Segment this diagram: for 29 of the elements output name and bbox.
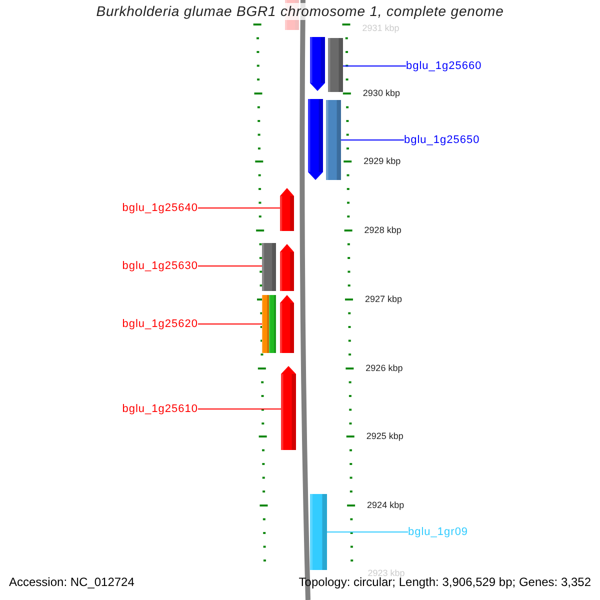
scale-label: 2925 kbp	[366, 430, 404, 442]
gene-block	[269, 295, 276, 353]
gene-block	[262, 295, 269, 353]
gene-block	[326, 100, 341, 180]
gene-name-label: bglu_1g25640	[100, 201, 198, 215]
gene-feature	[281, 366, 296, 450]
scale-label: 2929 kbp	[364, 155, 401, 167]
gene-block	[328, 38, 343, 92]
gene-feature	[308, 99, 323, 180]
scale-label: 2930 kbp	[362, 87, 400, 99]
scale-label: 2924 kbp	[367, 499, 404, 511]
gene-name-label: bglu_1gr09	[408, 525, 508, 539]
gene-block	[310, 494, 327, 570]
scale-label: 2926 kbp	[366, 362, 403, 374]
gene-name-label: bglu_1g25650	[404, 133, 504, 147]
gene-name-label: bglu_1g25620	[100, 317, 198, 331]
gene-name-label: bglu_1g25610	[100, 402, 198, 416]
leader-line	[198, 408, 282, 410]
gene-name-label: bglu_1g25660	[406, 59, 506, 73]
gene-block	[262, 243, 276, 291]
scale-label: 2928 kbp	[364, 224, 402, 236]
gene-feature	[280, 295, 294, 353]
gene-feature	[310, 37, 325, 91]
scale-label: 2927 kbp	[364, 293, 402, 305]
gene-feature	[280, 188, 294, 231]
diagram-title: Burkholderia glumae BGR1 chromosome 1, complete genome	[96, 3, 504, 20]
accession-text: Accession: NC_012724	[9, 575, 134, 590]
gene-feature	[280, 244, 294, 291]
gene-name-label: bglu_1g25630	[100, 259, 198, 273]
